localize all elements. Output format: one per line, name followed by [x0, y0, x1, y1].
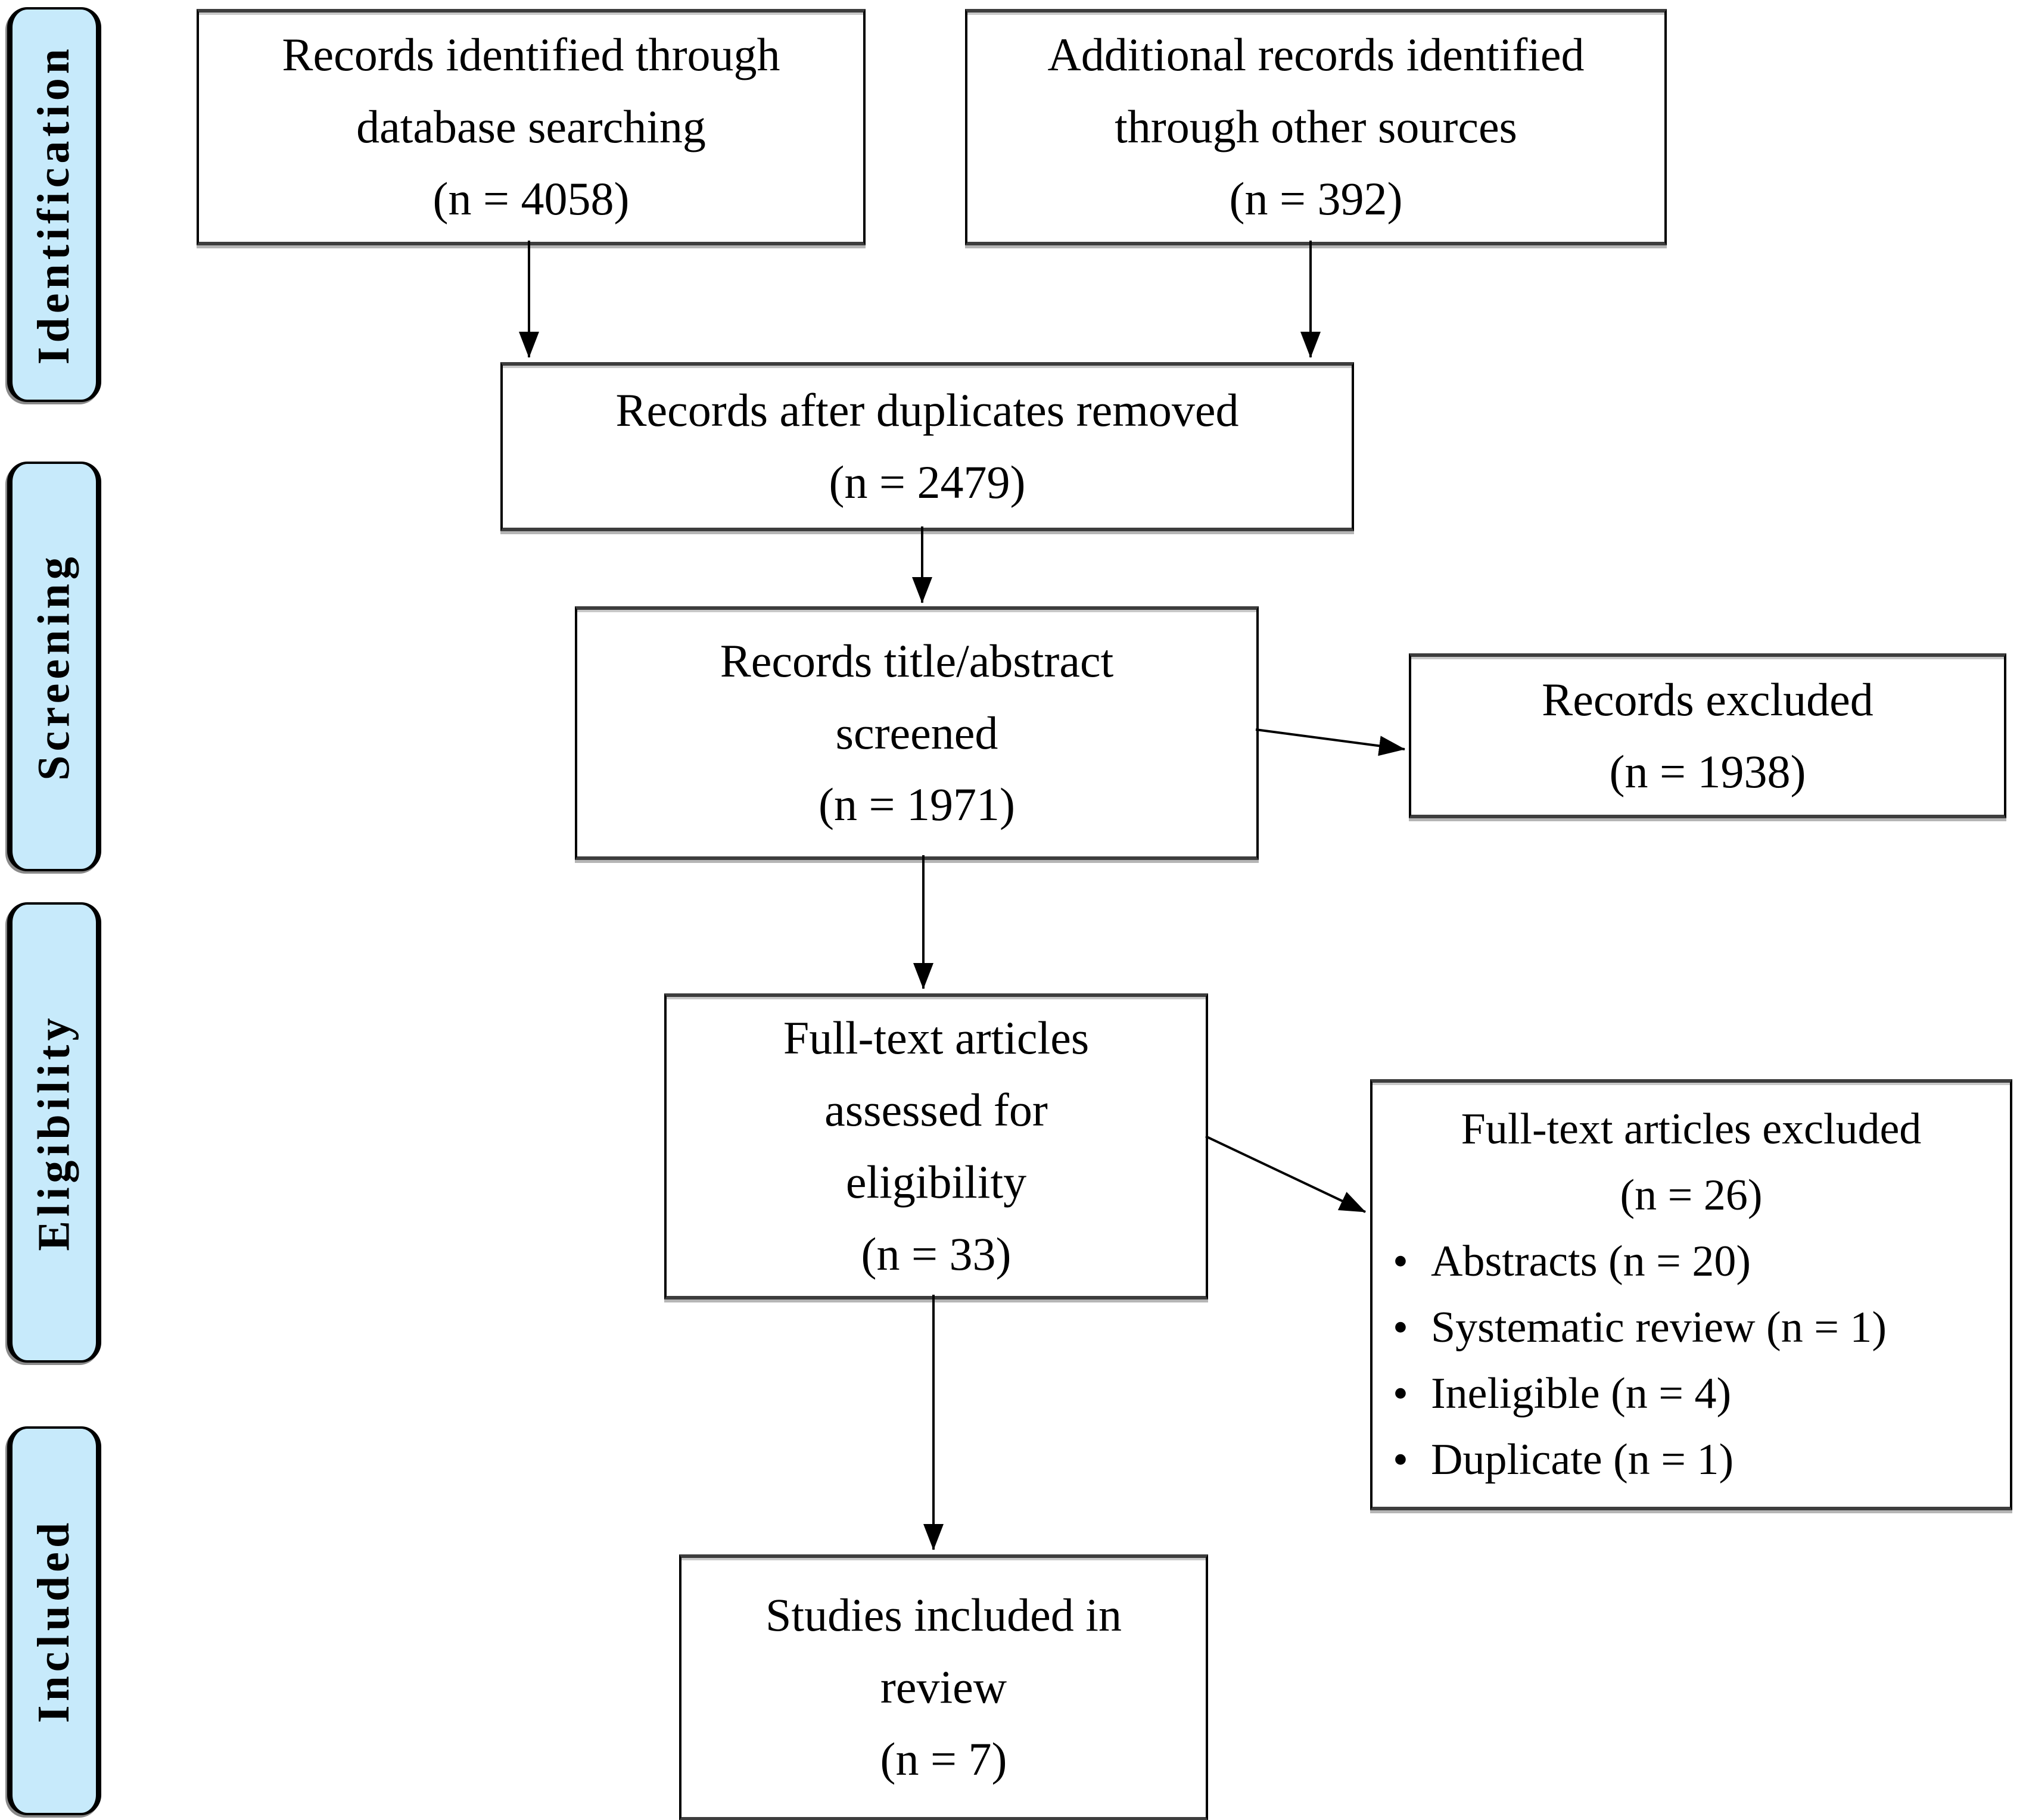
box-records-after-duplicates-removed: Records after duplicates removed (n = 24…: [500, 362, 1354, 531]
box-line: Studies included in: [765, 1589, 1122, 1641]
box-line: database searching: [356, 101, 706, 153]
box-line: through other sources: [1115, 101, 1517, 153]
exclusion-reason-text: Systematic review (n = 1): [1431, 1303, 1887, 1352]
exclusion-reason-text: Ineligible (n = 4): [1431, 1369, 1732, 1418]
box-count: (n = 1971): [819, 778, 1015, 831]
box-line: assessed for: [824, 1084, 1048, 1136]
exclusion-reason-item: • Abstracts (n = 20): [1393, 1229, 1998, 1295]
box-count: (n = 4058): [432, 172, 630, 225]
arrow-screened-to-excluded: [1255, 728, 1405, 756]
bullet-icon: •: [1393, 1237, 1408, 1286]
box-line: Additional records identified: [1047, 29, 1585, 81]
box-count: (n = 1938): [1609, 745, 1806, 797]
box-line: eligibility: [845, 1156, 1027, 1208]
exclusion-reason-text: Abstracts (n = 20): [1431, 1237, 1751, 1286]
box-additional-records-other-sources: Additional records identified through ot…: [965, 9, 1667, 245]
box-line: Records after duplicates removed: [615, 384, 1239, 437]
box-records-identified-database: Records identified through database sear…: [197, 9, 866, 245]
stage-included: Included: [7, 1426, 101, 1815]
stage-eligibility: Eligibility: [7, 902, 101, 1363]
box-count: (n = 392): [1229, 172, 1403, 225]
exclusion-reason-item: • Systematic review (n = 1): [1393, 1295, 1998, 1361]
box-fulltext-excluded: Full-text articles excluded (n = 26) • Ab…: [1370, 1079, 2012, 1510]
box-line: Full-text articles: [783, 1012, 1090, 1064]
exclusion-reason-list: • Abstracts (n = 20) • Systematic review (…: [1373, 1229, 2010, 1493]
exclusion-reason-text: Duplicate (n = 1): [1431, 1435, 1734, 1484]
bullet-icon: •: [1393, 1435, 1408, 1484]
box-count: (n = 2479): [829, 456, 1026, 508]
stage-screening-label: Screening: [29, 552, 79, 781]
exclusion-reason-item: • Duplicate (n = 1): [1393, 1427, 1998, 1493]
exclusion-reason-item: • Ineligible (n = 4): [1393, 1361, 1998, 1427]
box-count: (n = 33): [861, 1227, 1012, 1280]
box-line: review: [880, 1661, 1007, 1713]
box-count: (n = 7): [880, 1732, 1007, 1785]
stage-identification-label: Identification: [29, 44, 79, 365]
box-line: screened: [835, 706, 998, 759]
box-line: Records identified through: [282, 29, 780, 81]
box-line: Records excluded: [1542, 673, 1873, 725]
box-fulltext-assessed-eligibility: Full-text articles assessed for eligibil…: [664, 993, 1208, 1299]
box-title-abstract-screened: Records title/abstract screened (n = 197…: [575, 606, 1259, 860]
stage-eligibility-label: Eligibility: [29, 1014, 79, 1251]
stage-identification: Identification: [7, 7, 101, 402]
stage-screening: Screening: [7, 462, 101, 871]
bullet-icon: •: [1393, 1303, 1408, 1352]
arrow-fulltext-to-excluded: [1205, 1135, 1366, 1213]
stage-included-label: Included: [29, 1518, 79, 1724]
box-line: Records title/abstract: [720, 634, 1114, 687]
box-count: (n = 26): [1620, 1171, 1763, 1220]
box-title: Full-text articles excluded: [1461, 1105, 1922, 1154]
box-records-excluded: Records excluded (n = 1938): [1409, 653, 2006, 818]
box-studies-included-review: Studies included in review (n = 7): [679, 1554, 1208, 1820]
bullet-icon: •: [1393, 1369, 1408, 1418]
